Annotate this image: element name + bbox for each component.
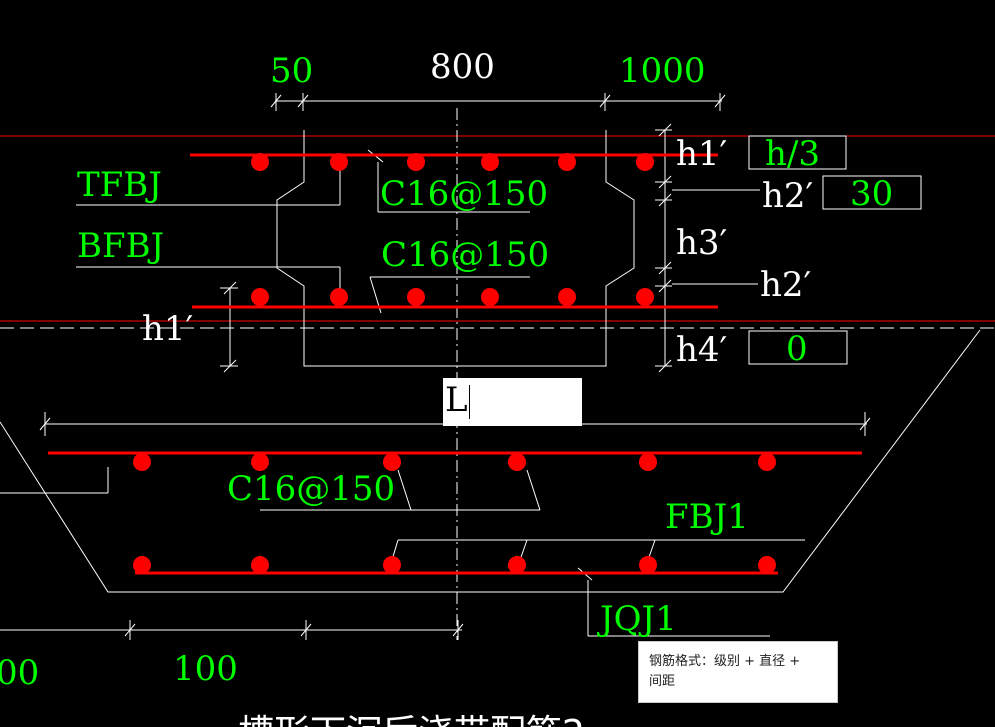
rebar-dot: [407, 288, 425, 306]
rebar-dot: [383, 453, 401, 471]
bfbj-label: BFBJ: [77, 226, 164, 266]
dim-bottom-mid: 100: [173, 649, 238, 689]
rebar-dot: [558, 153, 576, 171]
rebar-dot: [639, 556, 657, 574]
rebar-dot: [133, 556, 151, 574]
rebar-dot: [758, 453, 776, 471]
right-height-dimension: [655, 123, 760, 373]
top-dimension: [270, 93, 726, 111]
h2-value: 30: [850, 174, 893, 214]
rebar-dot: [383, 556, 401, 574]
l-value-text: L: [445, 380, 468, 420]
dim-top-mid: 800: [430, 47, 495, 87]
tfbj-label: TFBJ: [77, 165, 162, 205]
h4-value: 0: [786, 329, 808, 369]
rebar-mid-label: C16@150: [381, 235, 549, 275]
rebar-dot: [508, 556, 526, 574]
rebar-dot: [636, 288, 654, 306]
h1-value-box[interactable]: [748, 135, 847, 170]
h2-value-box[interactable]: [822, 175, 922, 210]
rebar-dot: [133, 453, 151, 471]
h4-value-box[interactable]: [748, 330, 848, 365]
h1-left-label: h1′: [142, 309, 193, 349]
h2-right-upper-label: h2′: [762, 176, 813, 216]
rebar-dot: [251, 556, 269, 574]
rebar-format-tooltip: 钢筋格式：级别 + 直径 + 间距: [638, 641, 838, 703]
drawing-title: 槽形下沉后浇带配筋2: [238, 713, 585, 727]
rebar-dot: [407, 153, 425, 171]
fbj1-label: FBJ1: [665, 497, 749, 537]
dim-top-left: 50: [270, 51, 313, 91]
rebar-lines: [48, 153, 862, 575]
rebar-dot: [481, 153, 499, 171]
rebar-dot: [481, 288, 499, 306]
rebar-dot: [639, 453, 657, 471]
h2-right-lower-label: h2′: [760, 265, 811, 305]
tooltip-line2: 间距: [649, 674, 676, 689]
rebar-dot: [330, 288, 348, 306]
input-boxes: [748, 135, 922, 365]
bottom-dimension: [0, 620, 464, 640]
rebar-dot: [558, 288, 576, 306]
jqj1-label: JQJ1: [597, 599, 677, 639]
h1-value: h/3: [765, 134, 820, 174]
groove-outline: [276, 130, 635, 367]
rebar-dot: [508, 453, 526, 471]
rebar-dot: [636, 153, 654, 171]
h1-right-label: h1′: [676, 134, 727, 174]
rebar-dot: [758, 556, 776, 574]
rebar-top-label: C16@150: [380, 174, 548, 214]
rebar-dot: [251, 453, 269, 471]
rebar-dots: [133, 153, 776, 574]
l-value-input[interactable]: L: [443, 378, 582, 426]
text-caret: [468, 385, 470, 419]
dim-bottom-left: 00: [0, 653, 39, 693]
rebar-dot: [251, 153, 269, 171]
rebar-dot: [330, 153, 348, 171]
sunken-outline: [0, 329, 981, 593]
rebar-dot: [251, 288, 269, 306]
h4-right-label: h4′: [676, 330, 727, 370]
rebar-lower-label: C16@150: [227, 469, 395, 509]
left-height-dimension: [220, 281, 238, 373]
h3-right-label: h3′: [676, 223, 727, 263]
tooltip-line1: 钢筋格式：级别 + 直径 +: [649, 654, 801, 669]
dim-top-right: 1000: [619, 51, 706, 91]
